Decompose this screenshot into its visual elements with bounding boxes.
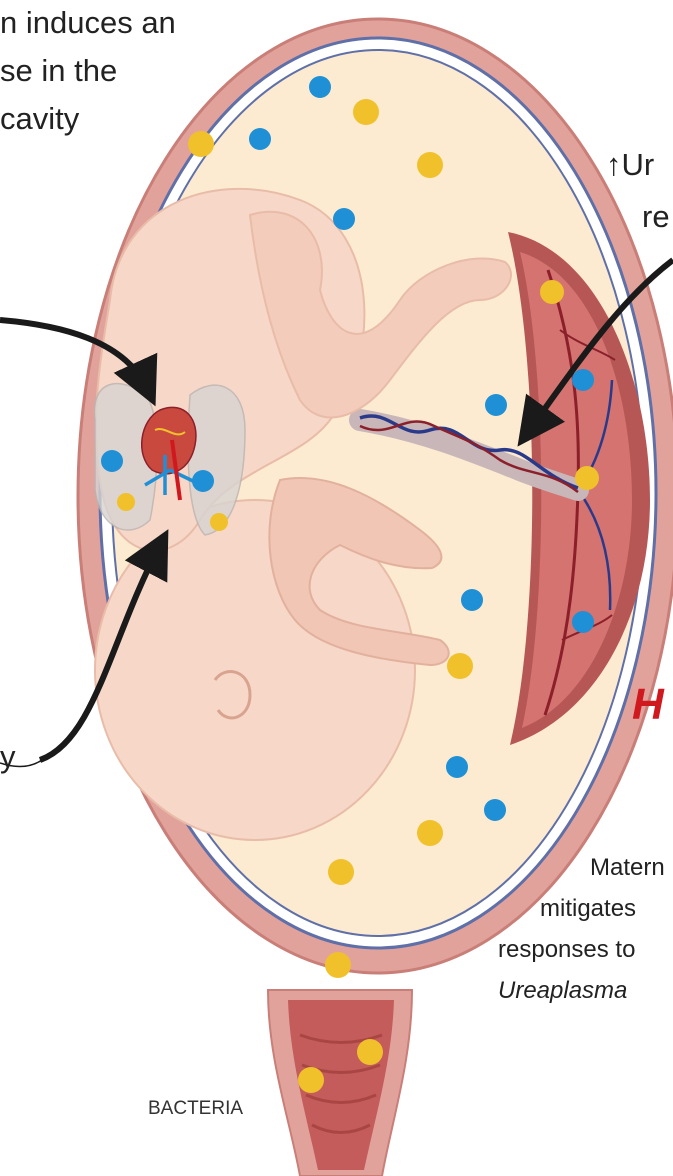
bottom-right-label-line-1: Matern [590, 852, 665, 883]
blue-dot-icon [101, 450, 123, 472]
blue-dot-icon [249, 128, 271, 150]
yellow-dot-icon [328, 859, 354, 885]
blue-dot-icon [572, 611, 594, 633]
blue-dot-icon [309, 76, 331, 98]
yellow-dot-icon [357, 1039, 383, 1065]
top-left-label-line-3: cavity [0, 100, 79, 137]
yellow-dot-icon [298, 1067, 324, 1093]
yellow-dot-icon [575, 466, 599, 490]
top-right-label-line-1: ↑Ur [606, 146, 654, 183]
blue-dot-icon [484, 799, 506, 821]
yellow-dot-icon [417, 820, 443, 846]
bottom-left-label: y [0, 738, 16, 775]
top-right-label-line-2: re [642, 198, 670, 235]
yellow-dot-icon [353, 99, 379, 125]
cervix [268, 990, 412, 1176]
blue-dot-icon [446, 756, 468, 778]
yellow-dot-icon [210, 513, 228, 531]
blue-dot-icon [485, 394, 507, 416]
blue-dot-icon [461, 589, 483, 611]
bottom-right-label-line-3: responses to [498, 934, 635, 965]
red-annotation: H [632, 680, 664, 730]
bottom-right-label-line-4: Ureaplasma [498, 975, 627, 1006]
yellow-dot-icon [117, 493, 135, 511]
blue-dot-icon [572, 369, 594, 391]
blue-dot-icon [192, 470, 214, 492]
yellow-dot-icon [540, 280, 564, 304]
top-left-label-line-2: se in the [0, 52, 117, 89]
yellow-dot-icon [417, 152, 443, 178]
blue-dot-icon [333, 208, 355, 230]
top-left-label-line-1: n induces an [0, 4, 176, 41]
bottom-right-label-line-2: mitigates [540, 893, 636, 924]
yellow-dot-icon [188, 131, 214, 157]
yellow-dot-icon [447, 653, 473, 679]
yellow-dot-icon [325, 952, 351, 978]
bacteria-label: BACTERIA [148, 1098, 243, 1120]
